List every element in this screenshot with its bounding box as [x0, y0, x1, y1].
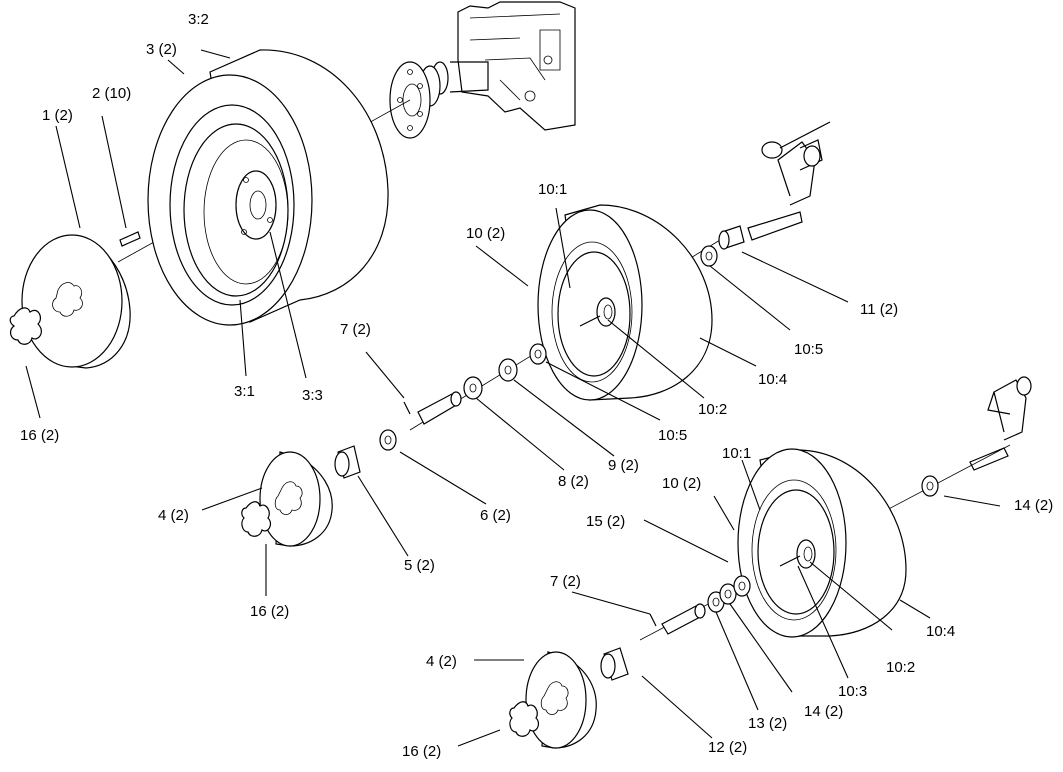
label-10-4-b: 10:4 [926, 623, 955, 640]
label-6-qty: 6 (2) [480, 507, 511, 524]
lug-bolt [119, 231, 141, 247]
rear-hubcap [21, 234, 131, 369]
label-10-2-a: 10:2 [698, 401, 727, 418]
washer-14 [719, 583, 737, 605]
spindle-lower [969, 376, 1032, 471]
label-1-qty: 1 (2) [42, 107, 73, 124]
label-10-5-b: 10:5 [658, 427, 687, 444]
label-3-2: 3:2 [188, 11, 209, 28]
axle-lower [649, 603, 706, 635]
label-4-qty-b: 4 (2) [426, 653, 457, 670]
label-3-3: 3:3 [302, 387, 323, 404]
decal-sticker-c [509, 701, 540, 737]
washer-8 [463, 376, 483, 400]
label-14-qty-b: 14 (2) [804, 703, 843, 720]
label-16-qty-b: 16 (2) [250, 603, 289, 620]
bearing-6 [379, 429, 397, 451]
label-5-qty: 5 (2) [404, 557, 435, 574]
label-3-qty: 3 (2) [146, 41, 177, 58]
label-8-qty: 8 (2) [558, 473, 589, 490]
front-tire-upper [537, 204, 713, 401]
decal-sticker-a [9, 307, 42, 345]
label-10-1-a: 10:1 [538, 181, 567, 198]
label-16-qty-c: 16 (2) [402, 743, 441, 760]
transmission-housing [419, 1, 576, 131]
callout-labels: 3:2 3 (2) 2 (10) 1 (2) 16 (2) 3:1 3:3 7 … [20, 11, 1053, 760]
washer-10-5 [529, 343, 547, 365]
label-10-qty-a: 10 (2) [466, 225, 505, 242]
washer-14-right [921, 475, 939, 497]
label-4-qty-a: 4 (2) [158, 507, 189, 524]
front-hubcap-upper [259, 451, 333, 547]
label-13-qty: 13 (2) [748, 715, 787, 732]
label-2-qty: 2 (10) [92, 85, 131, 102]
label-10-4-a: 10:4 [758, 371, 787, 388]
front-hubcap-lower [525, 651, 597, 749]
spindle-upper [747, 121, 831, 241]
label-10-3: 10:3 [838, 683, 867, 700]
label-7-qty-b: 7 (2) [550, 573, 581, 590]
label-10-2-b: 10:2 [886, 659, 915, 676]
label-3-1: 3:1 [234, 383, 255, 400]
label-15-qty: 15 (2) [586, 513, 625, 530]
label-7-qty-a: 7 (2) [340, 321, 371, 338]
label-9-qty: 9 (2) [608, 457, 639, 474]
label-10-qty-b: 10 (2) [662, 475, 701, 492]
spacer-12 [600, 647, 629, 681]
decal-sticker-b [241, 501, 272, 537]
washer-upper [700, 245, 718, 267]
washer-9 [498, 358, 518, 382]
washer-15 [733, 575, 751, 597]
axle-upper [403, 391, 462, 425]
label-14-qty-a: 14 (2) [1014, 497, 1053, 514]
front-tire-lower [737, 448, 907, 638]
bushing [718, 225, 745, 250]
label-10-5-a: 10:5 [794, 341, 823, 358]
label-10-1-b: 10:1 [722, 445, 751, 462]
label-11-qty: 11 (2) [860, 301, 898, 318]
rear-tire [147, 49, 389, 326]
spacer-5 [334, 445, 361, 479]
label-16-qty-a: 16 (2) [20, 427, 59, 444]
label-12-qty: 12 (2) [708, 739, 747, 756]
leader-lines [25, 49, 1001, 747]
